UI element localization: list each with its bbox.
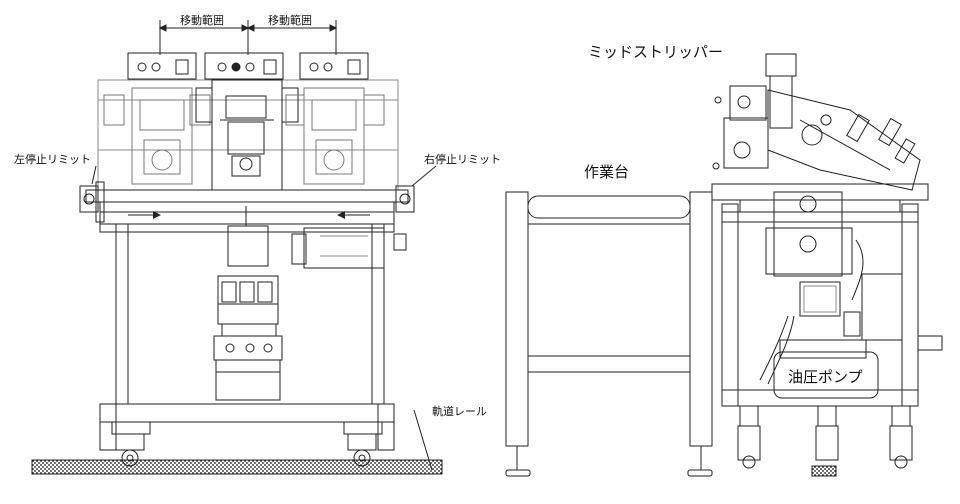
rail-label: 軌道レール — [432, 405, 487, 418]
right-limit-label: 右停止リミット — [424, 153, 501, 166]
pump-tank-side — [774, 340, 878, 398]
hydraulic-pump-label: 油圧ポンプ — [788, 368, 863, 386]
stripper-head-left — [104, 88, 210, 184]
move-range-dimension — [160, 20, 336, 55]
side-view — [712, 54, 942, 476]
left-limit-label: 左停止リミット — [14, 153, 91, 166]
traverse-beam — [86, 190, 408, 202]
move-range-left-label: 移動範囲 — [180, 14, 224, 27]
control-box-right — [300, 53, 368, 79]
valve-stack — [218, 226, 278, 336]
stripper-head-center — [196, 80, 298, 190]
caster-side-left — [738, 406, 760, 468]
caster-side-center — [816, 406, 838, 460]
workbench-top-pad — [528, 196, 690, 218]
mid-stripper-side — [713, 54, 920, 190]
right-limit-switch — [396, 186, 414, 212]
cart-right-leg — [372, 224, 384, 404]
pump-tank-front — [214, 336, 282, 400]
motor — [292, 228, 406, 268]
mid-stripper-label: ミッドストリッパー — [588, 43, 724, 61]
move-range-right-label: 移動範囲 — [268, 14, 312, 27]
stripper-head-right — [286, 88, 384, 184]
cart-base — [100, 404, 394, 422]
workbench-label: 作業台 — [584, 163, 630, 181]
caster-side-right — [890, 406, 912, 468]
valve-side — [760, 240, 942, 384]
left-limit-switch — [80, 182, 104, 222]
side-platform — [712, 184, 928, 200]
caster-right — [344, 422, 382, 466]
ground-rail — [32, 460, 442, 474]
cart-left-leg — [116, 224, 128, 404]
cylinder-block — [766, 192, 852, 276]
workbench-drawing — [506, 192, 712, 476]
control-box-center — [205, 53, 283, 79]
caster-left — [112, 422, 150, 466]
control-box-left — [128, 53, 196, 79]
front-view — [32, 20, 442, 474]
